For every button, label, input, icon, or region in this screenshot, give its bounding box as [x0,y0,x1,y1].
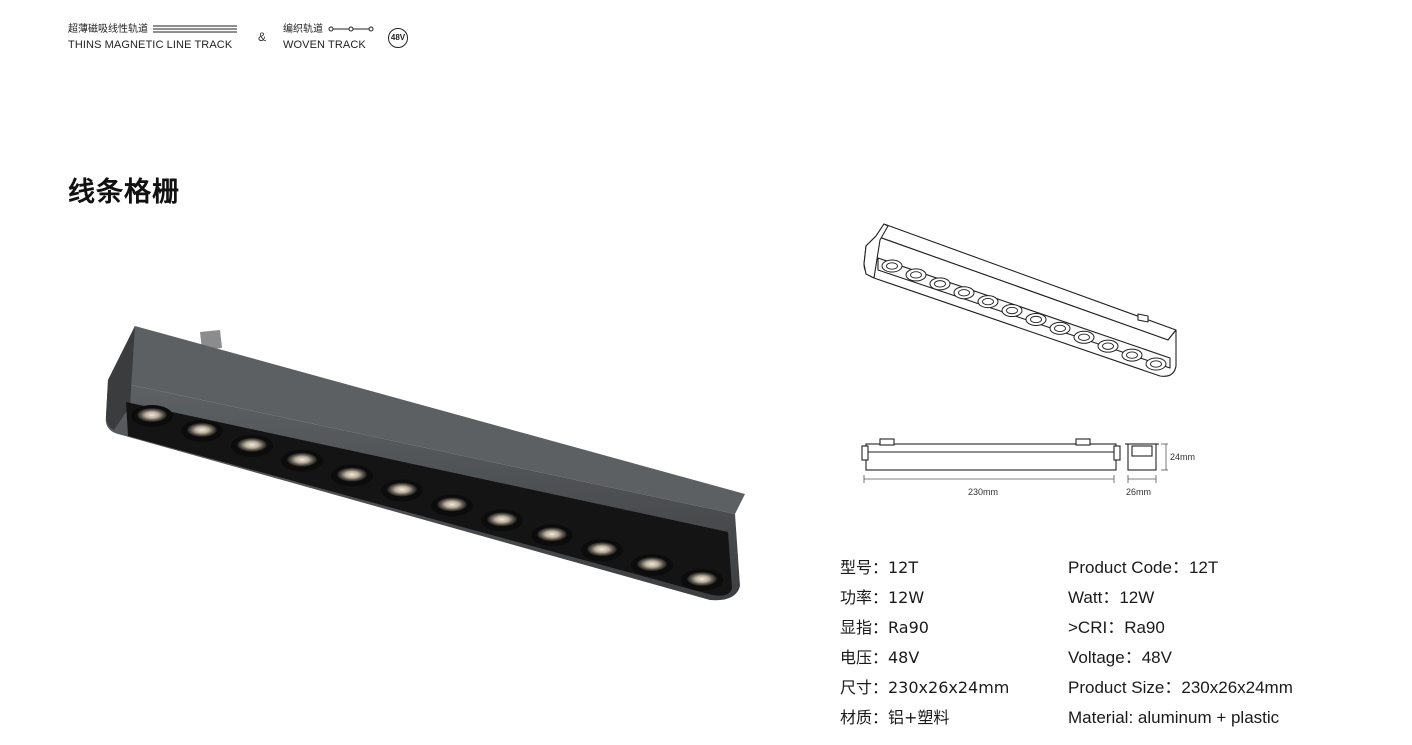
iso-lens-channel [877,257,1171,369]
ampersand: & [258,30,267,44]
lens [287,452,317,467]
iso-drawing [863,223,1177,377]
lens [187,422,217,437]
spec-row-code: 型号：12T Product Code：12T [840,556,1400,586]
iso-lens-inner [958,289,970,297]
voltage-badge: 48V [388,28,408,48]
iso-clip-right [1137,313,1149,323]
lens-array [131,405,723,591]
spec-watt-cn: 功率：12W [840,588,925,607]
mount-clip-left [200,330,222,350]
spec-row-size: 尺寸：230x26x24mm Product Size：230x26x24mm [840,676,1400,706]
iso-lens-inner [1054,324,1066,333]
lens [437,497,467,512]
spec-material-cn: 材质：铝+塑料 [840,708,950,727]
spec-material-en: Material: aluminum + plastic [1068,708,1280,727]
lens [637,557,667,572]
spec-voltage-en: Voltage：48V [1068,648,1172,667]
spec-row-cri: 显指：Ra90 >CRI：Ra90 [840,616,1400,646]
triple-line-icon [153,25,238,33]
series-magnetic-track-cn: 超薄磁吸线性轨道 [68,24,238,36]
series-woven-track-cn: 编织轨道 [283,24,374,36]
iso-lens-inner [910,271,922,279]
lens-channel [126,402,732,596]
series-woven-track-en: WOVEN TRACK [283,39,366,51]
series-magnetic-track: 超薄磁吸线性轨道 THINS MAGNETIC LINE TRACK [68,24,238,52]
width-dimension-label: 26mm [1126,487,1152,497]
spec-cri-cn: 显指：Ra90 [840,618,929,637]
lens [687,572,717,586]
iso-lens-inner [886,262,898,270]
spec-size-cn: 尺寸：230x26x24mm [840,678,1010,697]
lens [387,482,417,497]
spec-row-watt: 功率：12W Watt：12W [840,586,1400,616]
iso-lens-inner [982,297,994,306]
iso-lens-inner [934,280,946,288]
series-magnetic-track-en: THINS MAGNETIC LINE TRACK [68,39,233,51]
series-woven-track: 编织轨道 WOVEN TRACK [283,24,374,52]
iso-lens-inner [1126,351,1138,359]
spec-row-voltage: 电压：48V Voltage：48V [840,646,1400,676]
lens [137,408,167,422]
lens [237,437,267,452]
side-view-inset [1131,445,1153,457]
height-dimension-label: 24mm [1170,452,1196,462]
spec-code-en: Product Code：12T [1068,558,1219,577]
spec-table: 型号：12T Product Code：12T 功率：12W Watt：12W … [840,556,1400,736]
spec-watt-en: Watt：12W [1068,588,1155,607]
dotted-line-icon [328,26,374,32]
spec-row-material: 材质：铝+塑料 Material: aluminum + plastic [840,706,1400,736]
lens [487,512,517,527]
fixture-top-face [108,326,745,514]
front-view-clip-right [1075,438,1091,446]
iso-lens-inner [1030,315,1042,324]
front-view-body [865,443,1117,471]
lens [337,467,367,482]
spec-code-cn: 型号：12T [840,558,919,577]
iso-lens-inner [1150,360,1162,368]
front-view-cap-left [861,445,869,461]
product-photo [105,326,745,601]
iso-lens-array [881,259,1167,371]
iso-lens-inner [1078,333,1090,341]
spec-cri-en: >CRI：Ra90 [1068,618,1165,637]
iso-lens-inner [1006,306,1018,315]
spec-size-en: Product Size：230x26x24mm [1068,678,1293,697]
lens [537,527,567,542]
iso-lens-inner [1102,342,1114,350]
spec-voltage-cn: 电压：48V [840,648,920,667]
lens [587,542,617,557]
page-title: 线条格栅 [68,177,180,208]
iso-end-cap [863,223,889,279]
front-view-clip-left [879,438,895,446]
front-view-cap-right [1113,445,1121,461]
front-view-drawing [861,438,1168,483]
length-dimension-label: 230mm [968,487,999,497]
